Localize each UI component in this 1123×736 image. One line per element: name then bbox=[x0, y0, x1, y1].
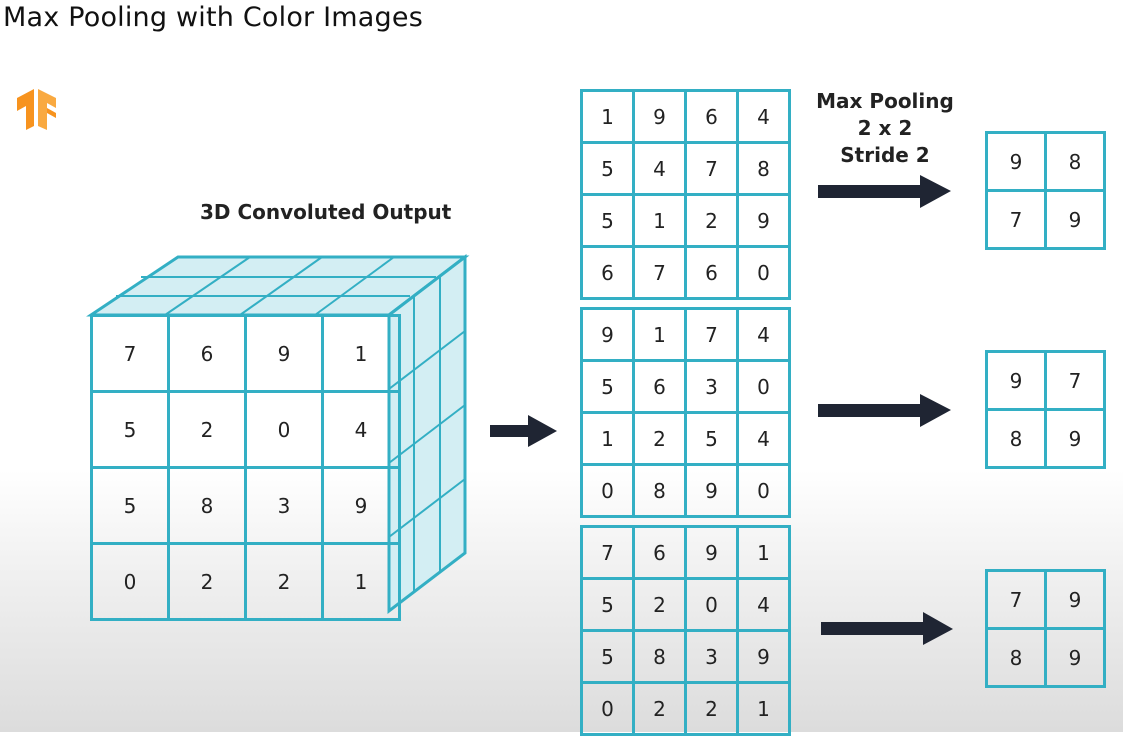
cell: 7 bbox=[985, 569, 1047, 630]
cell: 2 bbox=[167, 390, 247, 469]
cell: 5 bbox=[580, 141, 635, 196]
cell: 0 bbox=[580, 463, 635, 518]
cell: 9 bbox=[580, 307, 635, 362]
cell: 1 bbox=[580, 89, 635, 144]
cell: 0 bbox=[736, 463, 791, 518]
cell: 7 bbox=[684, 307, 739, 362]
cell: 7 bbox=[985, 189, 1047, 250]
cell: 2 bbox=[167, 542, 247, 621]
cell: 6 bbox=[684, 89, 739, 144]
cell: 9 bbox=[1044, 569, 1106, 630]
cell: 9 bbox=[736, 629, 791, 684]
cell: 1 bbox=[736, 525, 791, 580]
cell: 0 bbox=[90, 542, 170, 621]
cell: 3 bbox=[684, 359, 739, 414]
cell: 8 bbox=[632, 463, 687, 518]
cell: 4 bbox=[736, 411, 791, 466]
cell: 0 bbox=[244, 390, 324, 469]
cell: 3 bbox=[684, 629, 739, 684]
cell: 9 bbox=[985, 350, 1047, 411]
arrow-right-icon bbox=[818, 175, 951, 208]
tensorflow-logo-icon bbox=[17, 89, 56, 130]
cell: 6 bbox=[684, 245, 739, 300]
page-title: Max Pooling with Color Images bbox=[3, 2, 423, 33]
cell: 4 bbox=[736, 89, 791, 144]
cell: 7 bbox=[684, 141, 739, 196]
cell: 7 bbox=[632, 245, 687, 300]
cell: 9 bbox=[985, 131, 1047, 192]
cell: 9 bbox=[1044, 408, 1106, 469]
cube-front-grid: 7 6 9 1 5 2 0 4 5 8 3 9 0 2 2 1 bbox=[90, 314, 401, 621]
cell: 1 bbox=[321, 314, 401, 393]
cell: 9 bbox=[1044, 189, 1106, 250]
operation-size: 2 x 2 bbox=[857, 116, 913, 140]
cell: 6 bbox=[580, 245, 635, 300]
cell: 4 bbox=[632, 141, 687, 196]
cell: 1 bbox=[580, 411, 635, 466]
cell: 5 bbox=[580, 629, 635, 684]
arrow-right-icon bbox=[818, 394, 951, 427]
cell: 8 bbox=[736, 141, 791, 196]
cell: 1 bbox=[321, 542, 401, 621]
cell: 7 bbox=[90, 314, 170, 393]
cell: 9 bbox=[321, 466, 401, 545]
cell: 9 bbox=[632, 89, 687, 144]
cell: 4 bbox=[321, 390, 401, 469]
cell: 5 bbox=[580, 577, 635, 632]
cell: 7 bbox=[1044, 350, 1106, 411]
cell: 9 bbox=[1044, 627, 1106, 688]
cell: 9 bbox=[736, 193, 791, 248]
cell: 5 bbox=[580, 359, 635, 414]
cell: 5 bbox=[580, 193, 635, 248]
cell: 5 bbox=[684, 411, 739, 466]
cell: 2 bbox=[632, 411, 687, 466]
cell: 1 bbox=[632, 307, 687, 362]
cell: 8 bbox=[167, 466, 247, 545]
operation-name: Max Pooling bbox=[816, 89, 954, 113]
cell: 6 bbox=[167, 314, 247, 393]
cell: 2 bbox=[684, 193, 739, 248]
arrow-right-icon bbox=[490, 415, 557, 447]
cell: 0 bbox=[736, 359, 791, 414]
cell: 9 bbox=[684, 463, 739, 518]
cell: 1 bbox=[632, 193, 687, 248]
arrow-right-icon bbox=[821, 612, 953, 645]
cell: 0 bbox=[580, 681, 635, 736]
cell: 8 bbox=[632, 629, 687, 684]
cell: 0 bbox=[684, 577, 739, 632]
cell: 6 bbox=[632, 525, 687, 580]
cell: 8 bbox=[1044, 131, 1106, 192]
cell: 5 bbox=[90, 466, 170, 545]
cell: 2 bbox=[684, 681, 739, 736]
cube-caption: 3D Convoluted Output bbox=[200, 200, 452, 224]
cell: 2 bbox=[632, 577, 687, 632]
cell: 1 bbox=[736, 681, 791, 736]
cell: 9 bbox=[684, 525, 739, 580]
cell: 4 bbox=[736, 307, 791, 362]
cell: 6 bbox=[632, 359, 687, 414]
cell: 4 bbox=[736, 577, 791, 632]
cell: 9 bbox=[244, 314, 324, 393]
operation-label: Max Pooling 2 x 2 Stride 2 bbox=[800, 88, 970, 169]
cell: 5 bbox=[90, 390, 170, 469]
cell: 2 bbox=[244, 542, 324, 621]
cell: 8 bbox=[985, 408, 1047, 469]
operation-stride: Stride 2 bbox=[840, 143, 930, 167]
cell: 3 bbox=[244, 466, 324, 545]
cell: 8 bbox=[985, 627, 1047, 688]
cell: 2 bbox=[632, 681, 687, 736]
cell: 0 bbox=[736, 245, 791, 300]
cell: 7 bbox=[580, 525, 635, 580]
